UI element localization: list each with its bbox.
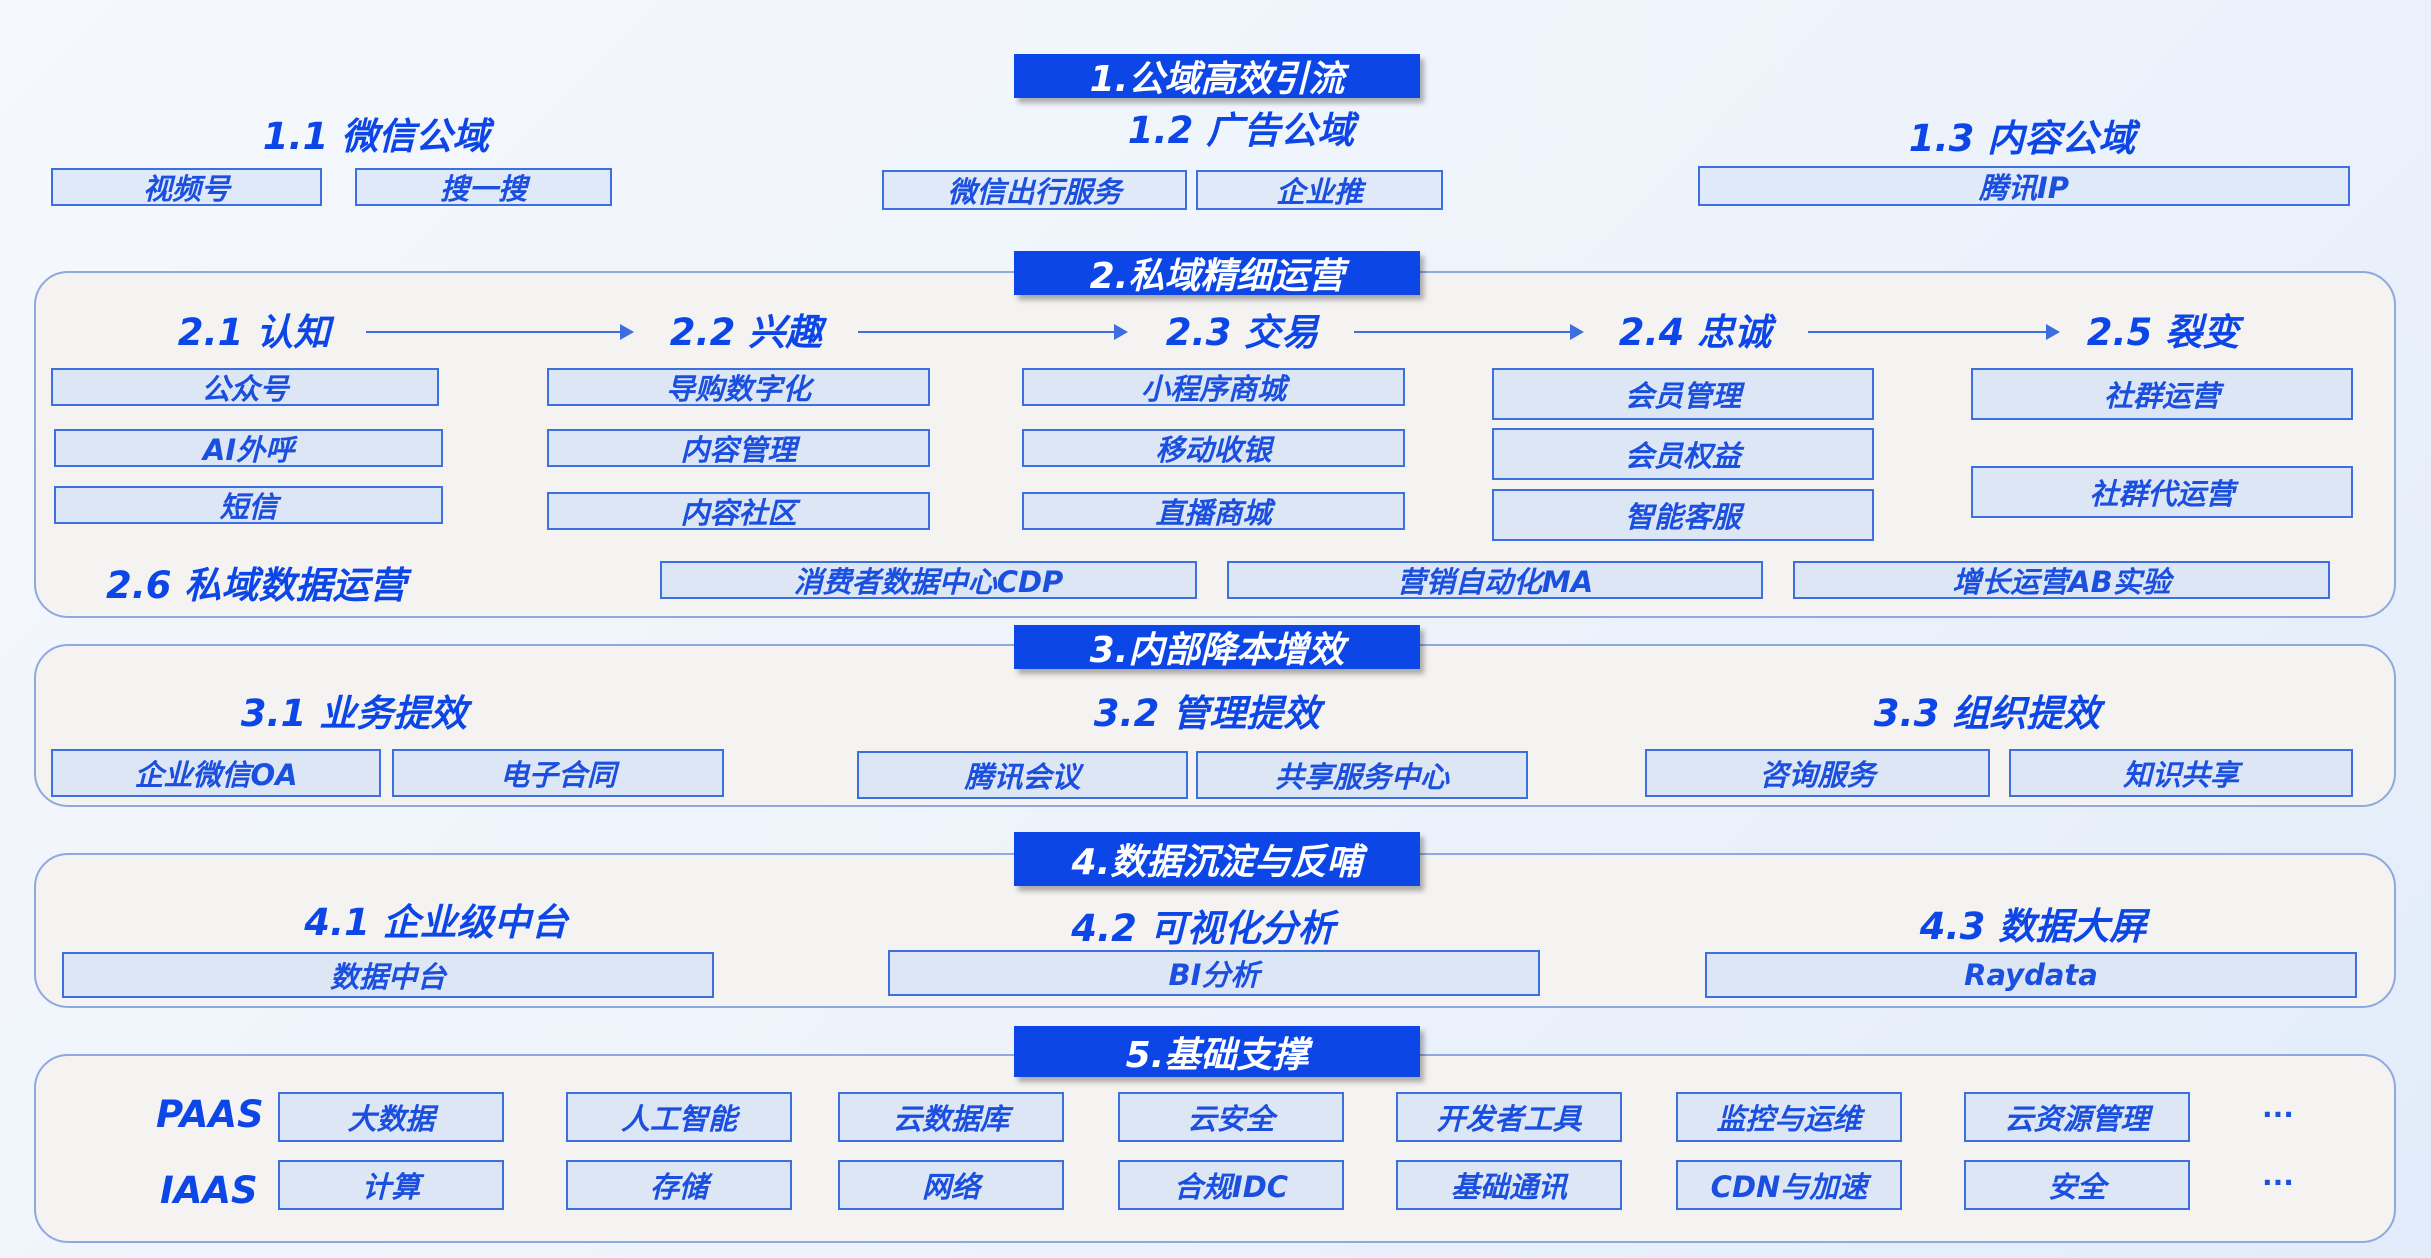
heading-3-1: 3.1 业务提效	[240, 692, 468, 735]
section-5-banner: 5.基础支撑	[1014, 1026, 1420, 1077]
heading-1-3: 1.3 内容公域	[1908, 117, 2136, 160]
box-raydata: Raydata	[1705, 952, 2357, 998]
box-big-data: 大数据	[278, 1092, 504, 1142]
stage-transaction: 2.3 交易	[1165, 311, 1319, 354]
box-tencent-meeting: 腾讯会议	[857, 751, 1188, 799]
box-cloud-security: 云安全	[1118, 1092, 1344, 1142]
heading-3-2: 3.2 管理提效	[1093, 692, 1321, 735]
box-live-mall: 直播商城	[1022, 492, 1405, 530]
box-storage: 存储	[566, 1160, 792, 1210]
box-compliance-idc: 合规IDC	[1118, 1160, 1344, 1210]
section-4-banner: 4.数据沉淀与反哺	[1014, 832, 1420, 886]
box-video-account: 视频号	[51, 168, 322, 206]
box-dev-tools: 开发者工具	[1396, 1092, 1622, 1142]
box-ma: 营销自动化MA	[1227, 561, 1763, 599]
box-wechat-travel: 微信出行服务	[882, 170, 1187, 210]
heading-4-2: 4.2 可视化分析	[1071, 907, 1335, 950]
box-e-contract: 电子合同	[392, 749, 724, 797]
stage-fission: 2.5 裂变	[2086, 311, 2240, 354]
box-compute: 计算	[278, 1160, 504, 1210]
section-1-banner: 1.公域高效引流	[1014, 54, 1420, 100]
box-cdp: 消费者数据中心CDP	[660, 561, 1197, 599]
box-official-account: 公众号	[51, 368, 439, 406]
box-content-community: 内容社区	[547, 492, 930, 530]
heading-2-6: 2.6 私域数据运营	[106, 564, 407, 607]
iaas-more: ···	[2262, 1166, 2294, 1199]
box-enterprise-oa: 企业微信OA	[51, 749, 381, 797]
box-smart-service: 智能客服	[1492, 489, 1874, 541]
box-bi-analysis: BI分析	[888, 950, 1540, 996]
box-basic-comms: 基础通讯	[1396, 1160, 1622, 1210]
box-content-mgmt: 内容管理	[547, 429, 930, 467]
stage-interest: 2.2 兴趣	[669, 311, 823, 354]
box-shared-service: 共享服务中心	[1196, 751, 1528, 799]
infrastructure-panel	[34, 1054, 2396, 1243]
box-ai: 人工智能	[566, 1092, 792, 1142]
heading-1-1: 1.1 微信公域	[262, 115, 490, 158]
box-community-ops: 社群运营	[1971, 368, 2353, 420]
box-guide-digital: 导购数字化	[547, 368, 930, 406]
box-cloud-resource: 云资源管理	[1964, 1092, 2190, 1142]
section-3-banner: 3.内部降本增效	[1014, 625, 1420, 671]
box-ab-test: 增长运营AB实验	[1793, 561, 2330, 599]
box-cdn: CDN与加速	[1676, 1160, 1902, 1210]
arrow-3	[1354, 324, 1584, 340]
heading-3-3: 3.3 组织提效	[1873, 692, 2101, 735]
heading-1-2: 1.2 广告公域	[1127, 109, 1355, 152]
arrow-2	[858, 324, 1128, 340]
box-tencent-ip: 腾讯IP	[1698, 166, 2350, 206]
box-sms: 短信	[54, 486, 443, 524]
stage-awareness: 2.1 认知	[177, 311, 331, 354]
box-mini-program-mall: 小程序商城	[1022, 368, 1405, 406]
box-search: 搜一搜	[355, 168, 612, 206]
paas-label: PAAS	[156, 1093, 264, 1136]
arrow-1	[366, 324, 634, 340]
box-member-mgmt: 会员管理	[1492, 368, 1874, 420]
section-2-banner: 2.私域精细运营	[1014, 251, 1420, 297]
box-member-rights: 会员权益	[1492, 428, 1874, 480]
box-data-middle: 数据中台	[62, 952, 714, 998]
box-mobile-cashier: 移动收银	[1022, 429, 1405, 467]
box-ai-call: AI外呼	[54, 429, 443, 467]
box-cloud-db: 云数据库	[838, 1092, 1064, 1142]
arrow-4	[1808, 324, 2060, 340]
box-security: 安全	[1964, 1160, 2190, 1210]
box-network: 网络	[838, 1160, 1064, 1210]
box-community-agency: 社群代运营	[1971, 466, 2353, 518]
heading-4-3: 4.3 数据大屏	[1919, 905, 2147, 948]
stage-loyalty: 2.4 忠诚	[1618, 311, 1772, 354]
paas-more: ···	[2262, 1098, 2294, 1131]
box-consulting: 咨询服务	[1645, 749, 1990, 797]
box-knowledge-share: 知识共享	[2009, 749, 2353, 797]
iaas-label: IAAS	[160, 1169, 258, 1212]
box-enterprise-push: 企业推	[1196, 170, 1443, 210]
box-monitoring: 监控与运维	[1676, 1092, 1902, 1142]
heading-4-1: 4.1 企业级中台	[304, 901, 568, 944]
